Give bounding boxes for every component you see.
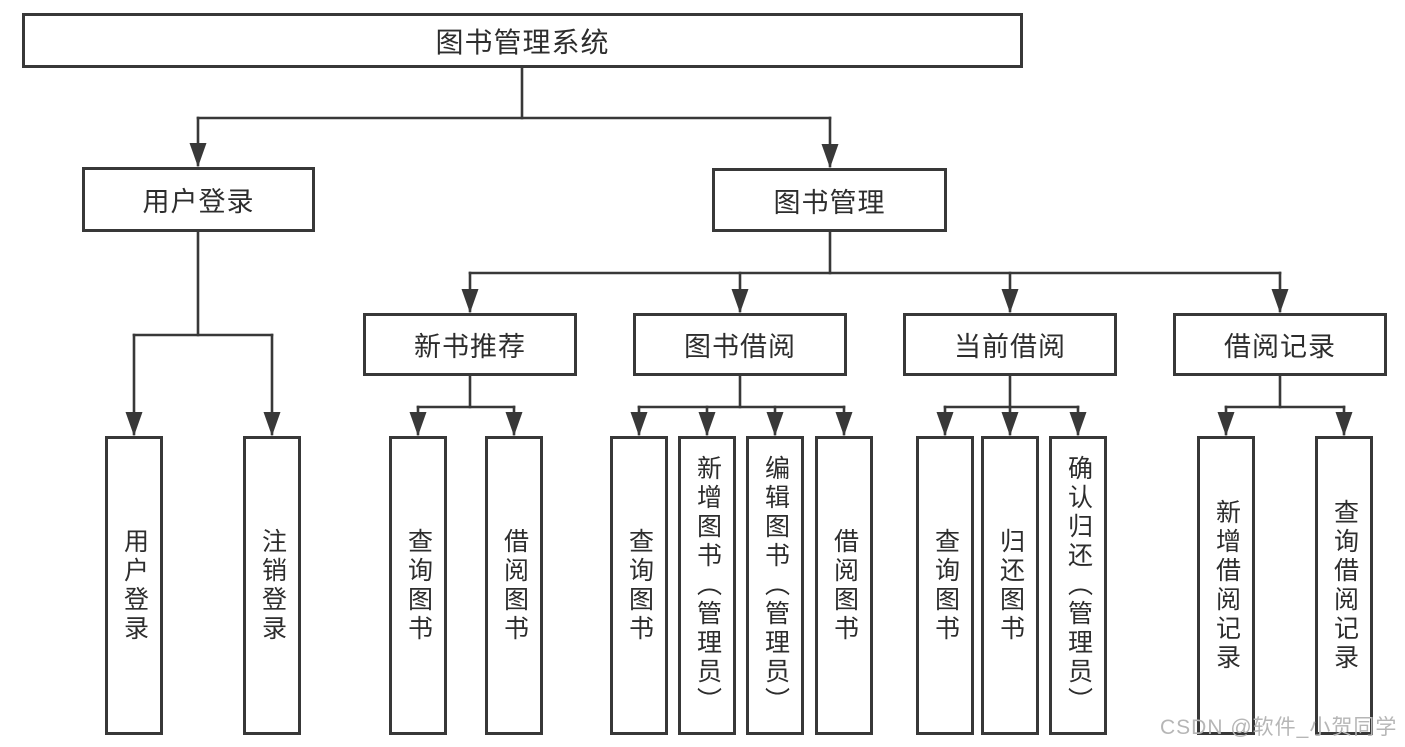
arrowheads [125,143,1353,436]
leaf-add-book-admin: 新增图书（管理员） [678,436,736,735]
leaf-edit-book-admin: 编辑图书（管理员） [746,436,804,735]
leaf-borrow-books: 借阅图书 [815,436,873,735]
node-borrowing-records: 借阅记录 [1173,313,1387,376]
leaf-add-borrow-record: 新增借阅记录 [1197,436,1255,735]
node-book-borrowing: 图书借阅 [633,313,847,376]
node-library-management-system: 图书管理系统 [22,13,1023,68]
leaf-query-books-recommend: 查询图书 [389,436,447,735]
connector-edges [132,66,1346,436]
node-user-login: 用户登录 [82,167,315,232]
leaf-logout: 注销登录 [243,436,301,735]
leaf-return-book: 归还图书 [981,436,1039,735]
node-new-book-recommendation: 新书推荐 [363,313,577,376]
leaf-user-login: 用户登录 [105,436,163,735]
leaf-borrow-books-recommend: 借阅图书 [485,436,543,735]
csdn-watermark: CSDN @软件_小贺同学 [1160,716,1398,739]
node-book-management: 图书管理 [712,168,947,232]
leaf-query-books-current: 查询图书 [916,436,974,735]
leaf-query-books-borrow: 查询图书 [610,436,668,735]
node-current-borrowing: 当前借阅 [903,313,1117,376]
leaf-query-borrow-record: 查询借阅记录 [1315,436,1373,735]
leaf-confirm-return-admin: 确认归还（管理员） [1049,436,1107,735]
